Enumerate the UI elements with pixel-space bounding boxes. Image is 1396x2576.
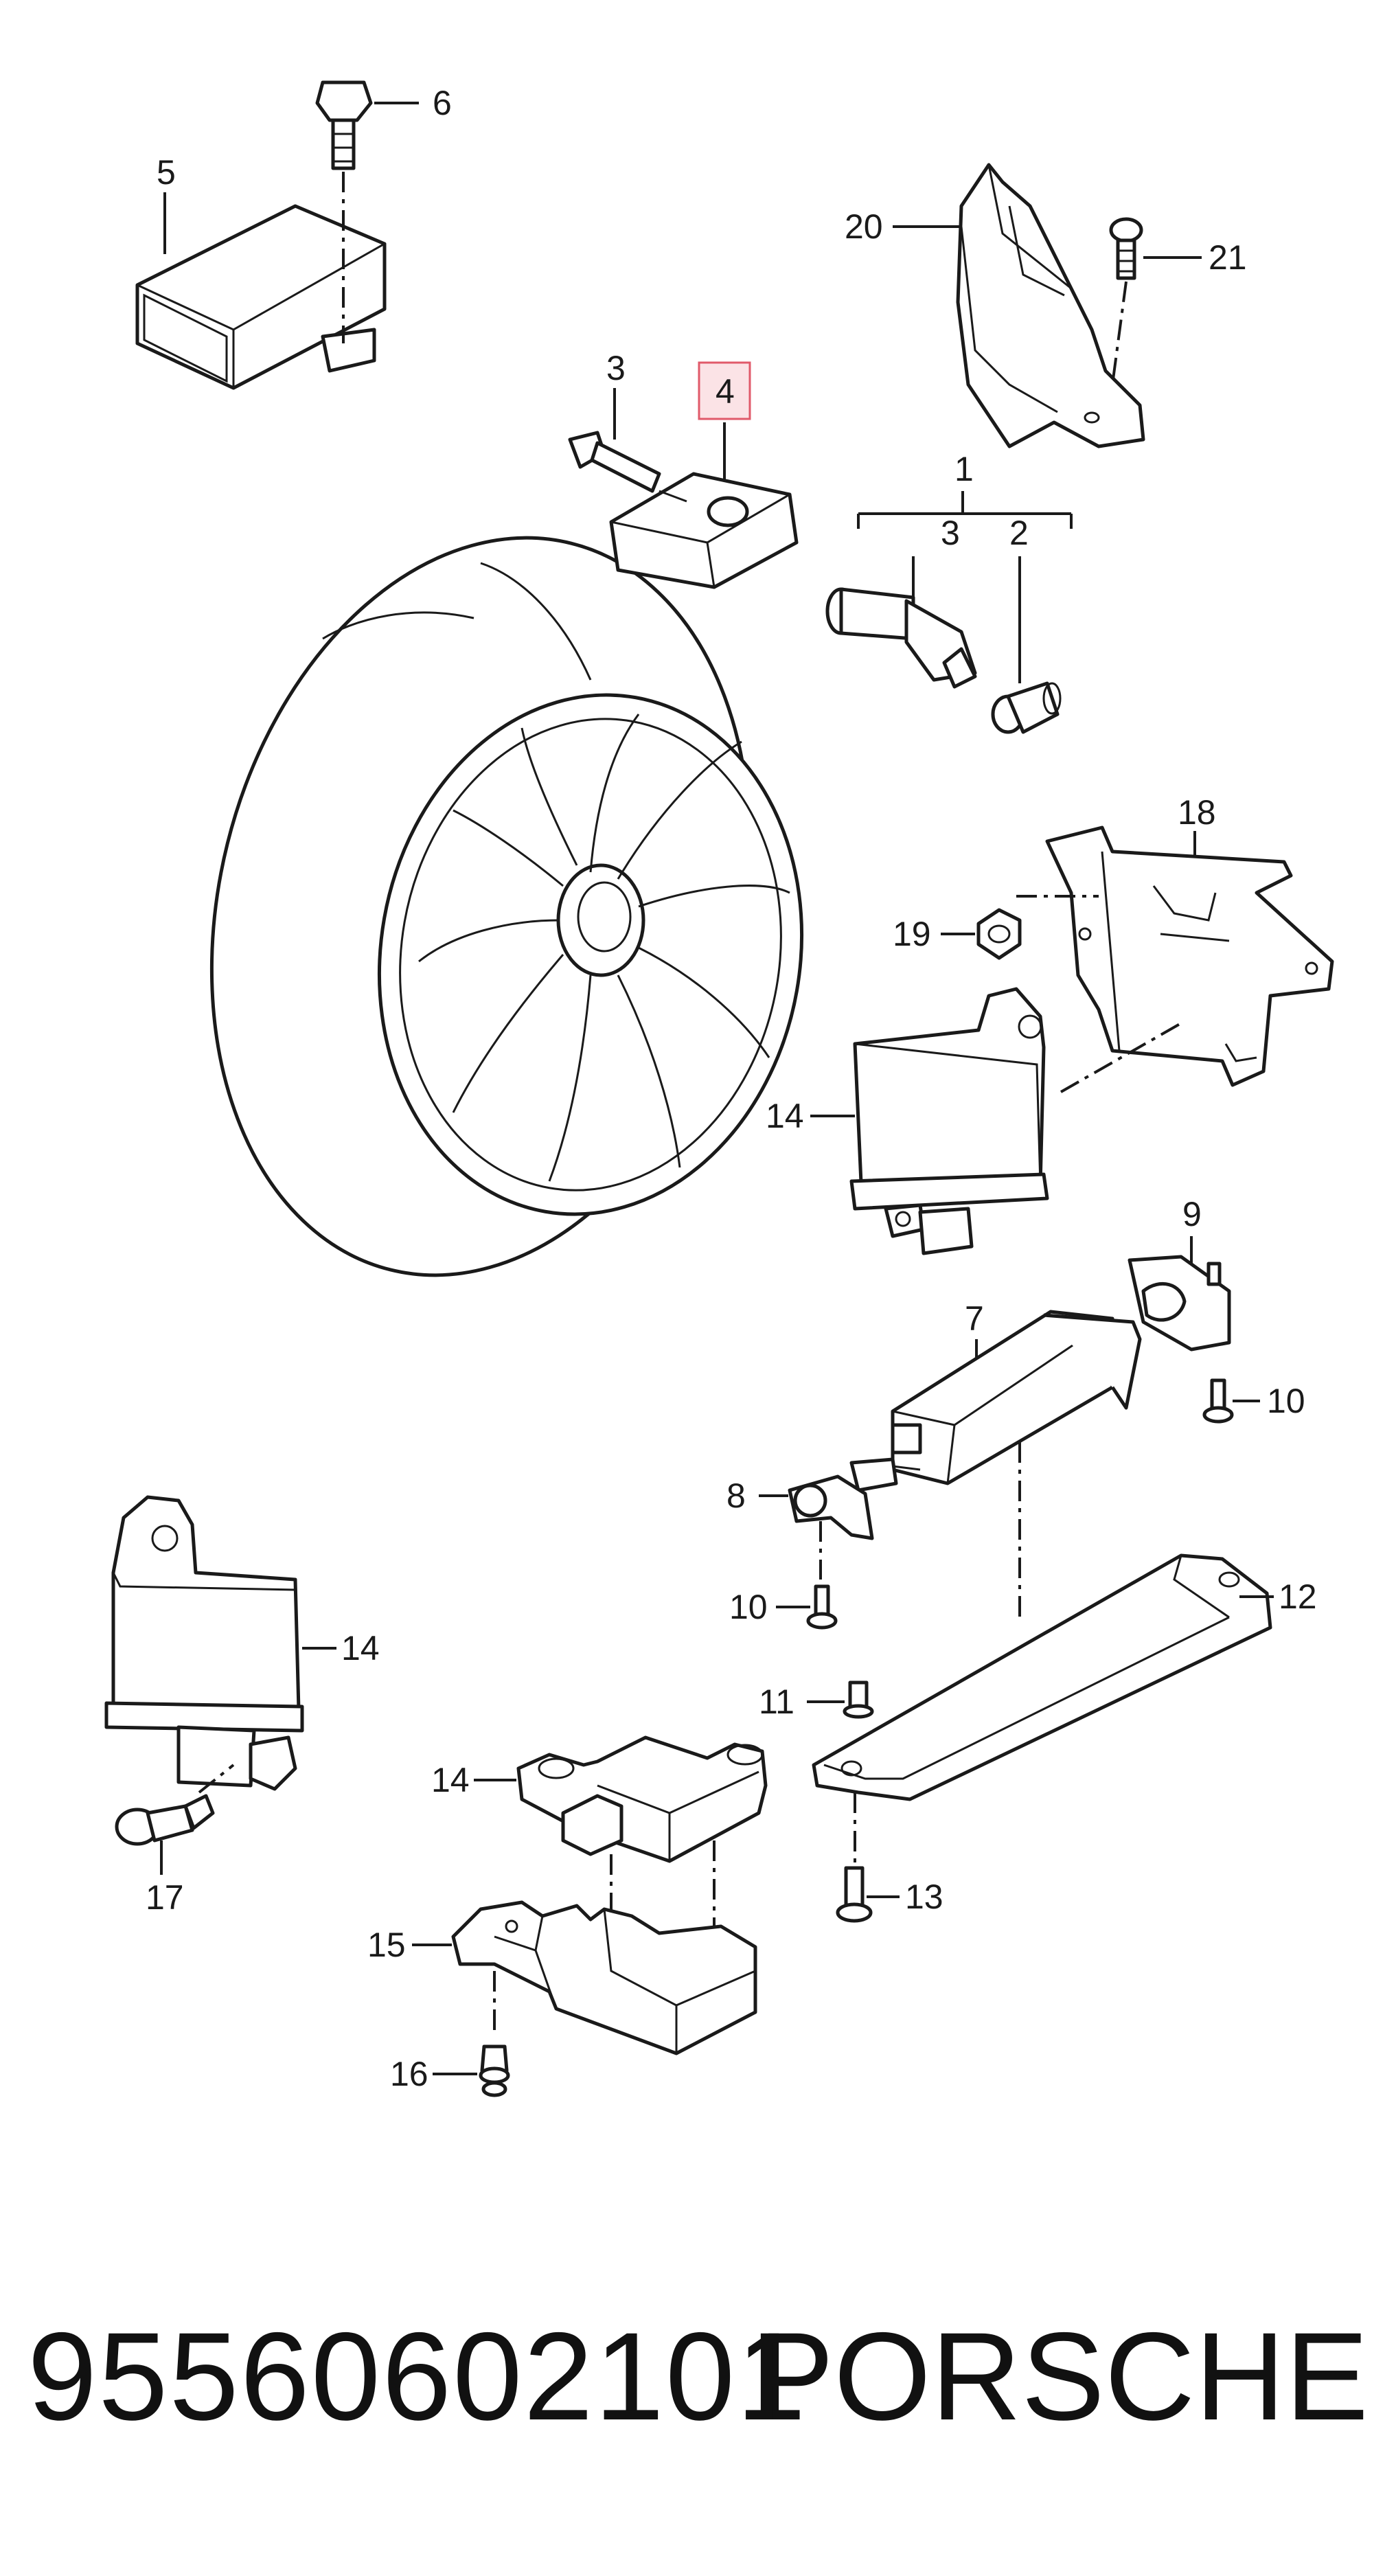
bolt-6: [315, 80, 373, 170]
callout-10-upper: 10: [1267, 1382, 1305, 1420]
callout-18: 18: [1178, 793, 1216, 832]
bracket-18: [1045, 825, 1334, 1087]
callout-4: 4: [716, 372, 735, 411]
callout-10-lower: 10: [729, 1588, 768, 1626]
callout-12: 12: [1279, 1577, 1317, 1616]
clip-8: [788, 1474, 874, 1540]
callout-6: 6: [433, 84, 452, 122]
nut-19: [976, 908, 1022, 960]
clip-11: [843, 1680, 874, 1719]
callout-20: 20: [845, 207, 883, 246]
tpms-sensor-4: [609, 472, 799, 589]
callout-5: 5: [157, 153, 176, 192]
callout-2: 2: [1009, 514, 1029, 552]
callout-16: 16: [390, 2055, 428, 2093]
bolt-17: [115, 1794, 215, 1846]
screw-10-upper: [1202, 1378, 1234, 1424]
brand-name: PORSCHE: [750, 2306, 1369, 2446]
bracket-15: [451, 1900, 757, 2055]
screw-16: [479, 2044, 510, 2097]
callout-11: 11: [759, 1683, 794, 1721]
callout-8: 8: [726, 1477, 746, 1515]
callout-3-upper: 3: [606, 349, 626, 387]
control-module-14-right: [849, 987, 1049, 1255]
control-module-14-bottom: [516, 1735, 768, 1863]
antenna-7: [849, 1310, 1142, 1492]
wheel-rim: [209, 536, 804, 1277]
valve-stem-3: [825, 587, 977, 689]
callout-3-lower: 3: [941, 514, 960, 552]
callout-15: 15: [367, 1926, 406, 1964]
callout-13: 13: [905, 1878, 943, 1916]
bolt-3: [568, 431, 661, 493]
screw-13: [836, 1866, 873, 1923]
control-module-5: [135, 204, 387, 390]
callout-14-bottom: 14: [431, 1761, 470, 1799]
callout-14-right: 14: [766, 1097, 804, 1135]
valve-cap-2: [991, 681, 1062, 734]
control-module-14-left: [104, 1495, 304, 1791]
callout-21: 21: [1209, 238, 1247, 277]
screw-21: [1109, 217, 1143, 280]
screw-10-lower: [806, 1584, 838, 1630]
bracket-9: [1128, 1255, 1231, 1352]
bracket-20: [956, 163, 1145, 448]
callout-7: 7: [965, 1299, 984, 1338]
callout-17: 17: [146, 1878, 184, 1917]
callout-19: 19: [893, 915, 931, 953]
antenna-housing-12: [812, 1553, 1272, 1801]
callout-4-highlight: [698, 361, 751, 420]
callout-1: 1: [954, 450, 974, 488]
callout-9: 9: [1182, 1195, 1202, 1233]
part-number: 95560602101: [27, 2306, 808, 2446]
part-footer: 95560602101 PORSCHE: [0, 2307, 1396, 2445]
callout-14-left: 14: [341, 1629, 380, 1667]
